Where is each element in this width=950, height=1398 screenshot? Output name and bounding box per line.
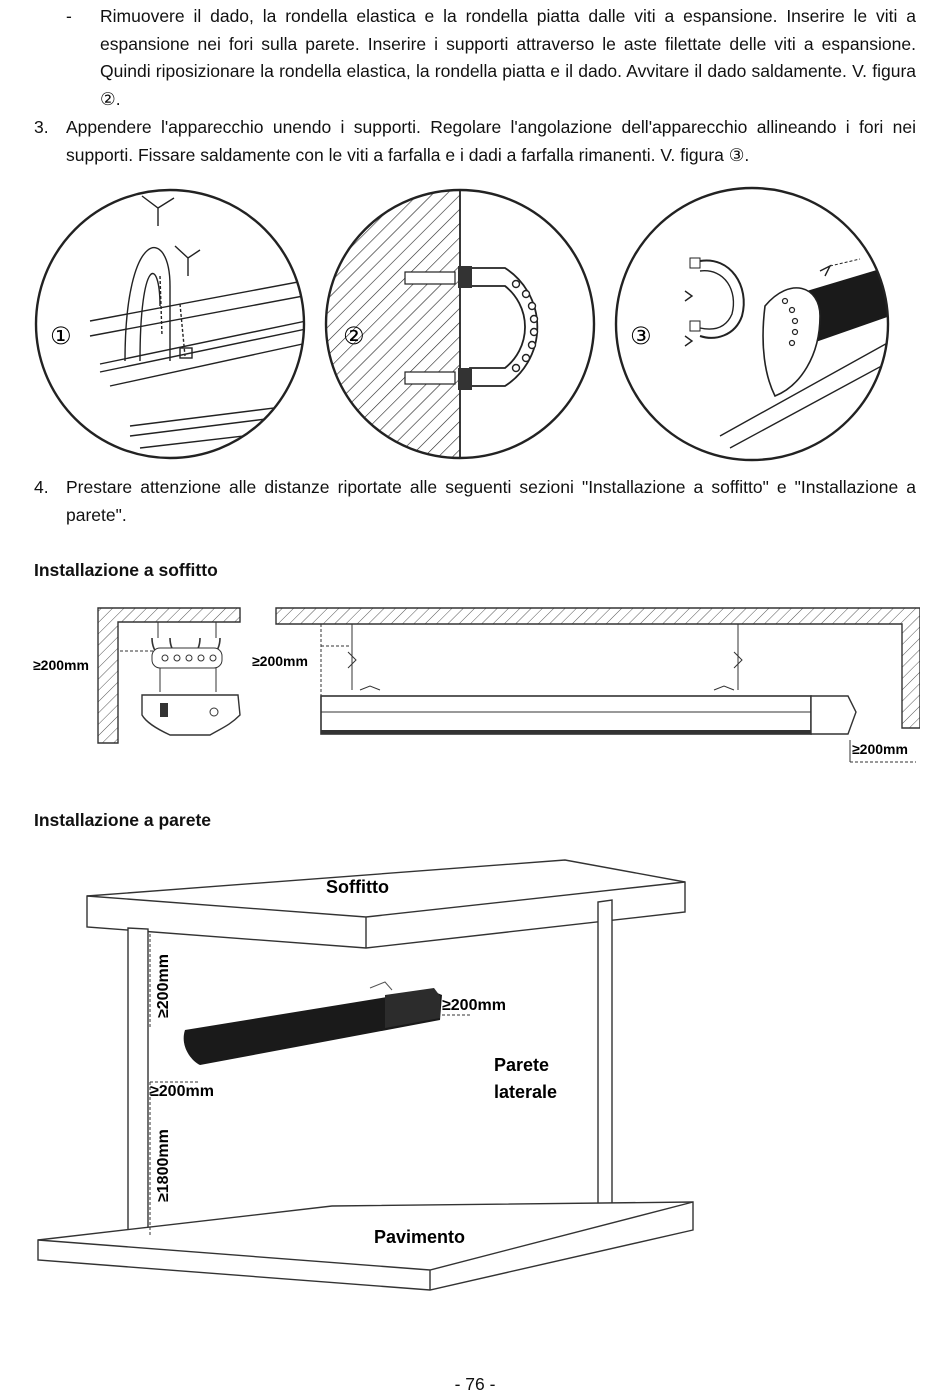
step-4-text: Prestare attenzione alle distanze riport…: [66, 477, 916, 525]
wall-dist-floor: ≥1800mm: [155, 1129, 172, 1202]
wall-diagram: ≥200mm ≥200mm ≥200mm ≥1800mm Soffitto Pa…: [37, 859, 694, 1291]
label-ceiling: Soffitto: [326, 877, 389, 897]
wall-dist-top: ≥200mm: [155, 954, 172, 1018]
wall-heading: Installazione a parete: [34, 810, 212, 830]
figure-2-label: ②: [343, 323, 365, 350]
ceiling-heading: Installazione a soffitto: [34, 560, 218, 580]
label-side-wall-line1: Parete: [494, 1055, 549, 1075]
figure-3-label: ③: [630, 323, 652, 350]
ceiling-dist-right: ≥200mm: [852, 741, 908, 757]
figure-3: ③: [614, 186, 890, 462]
ceiling-dist-middle: ≥200mm: [252, 653, 308, 669]
ceiling-diagram: ≥200mm ≥200mm ≥200mm: [33, 607, 920, 763]
label-floor: Pavimento: [374, 1227, 465, 1247]
label-side-wall-line2: laterale: [494, 1082, 557, 1102]
figure-2: ②: [324, 188, 596, 460]
page-number: - 76 -: [454, 1374, 496, 1394]
figure-1-label: ①: [50, 323, 72, 350]
wall-dist-wall: ≥200mm: [150, 1083, 214, 1100]
step-3-number: 3.: [34, 117, 49, 137]
step-4-number: 4.: [34, 477, 49, 497]
wall-dist-side: ≥200mm: [442, 997, 506, 1014]
step-3-text: Appendere l'apparecchio unendo i support…: [66, 117, 916, 165]
assembly-figures: ① ②: [34, 186, 890, 462]
step-bullet-text: Rimuovere il dado, la rondella elastica …: [100, 6, 916, 109]
figure-1: ①: [34, 188, 306, 460]
ceiling-dist-left: ≥200mm: [33, 657, 89, 673]
bullet-dash: -: [66, 6, 72, 26]
